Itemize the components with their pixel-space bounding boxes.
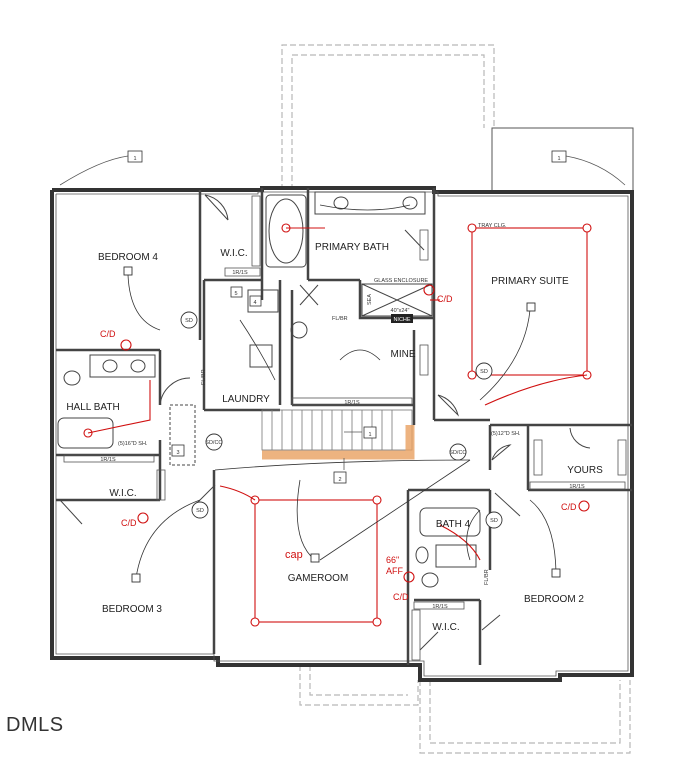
- label-gameroom: GAMEROOM: [288, 573, 349, 584]
- shelves: [63, 195, 627, 661]
- note-shower-yours: (5)12"D SH.: [491, 431, 521, 437]
- note-glass: GLASS ENCLOSURE: [374, 278, 428, 284]
- note-sd-4: SD: [480, 369, 488, 375]
- label-mine: MINE: [391, 349, 416, 360]
- tag-4: 4: [253, 300, 256, 306]
- note-sd-2: SD: [196, 508, 204, 514]
- stair-rail-highlight: [262, 425, 415, 460]
- watermark: DMLS: [6, 714, 64, 736]
- callout-tags: 1 1 1 2 3 4 5: [127, 150, 567, 484]
- note-shower-hall: (5)16"D SH.: [118, 441, 148, 447]
- stairs: [261, 409, 413, 451]
- note-rs-4: 1R/1S: [569, 484, 585, 490]
- note-rs-5: 1R/1S: [432, 604, 448, 610]
- cd-bath4: C/D: [393, 592, 409, 602]
- tag-left: 1: [133, 156, 136, 162]
- label-bedroom4: BEDROOM 4: [98, 252, 158, 263]
- doors: [59, 194, 591, 651]
- note-sdco-2: SD/CO: [449, 450, 467, 456]
- wiring: [127, 204, 557, 579]
- label-wic-top: W.I.C.: [220, 248, 247, 259]
- cd-primary: C/D: [437, 294, 453, 304]
- note-rs-3: 1R/1S: [344, 400, 360, 406]
- note-sdco-1: SD/CO: [205, 440, 223, 446]
- cd-yours: C/D: [561, 502, 577, 512]
- label-bath4: BATH 4: [436, 519, 471, 530]
- label-wic-bottom: W.I.C.: [432, 622, 459, 633]
- niche-size: 40"x24": [391, 308, 410, 314]
- note-flbr-3: FL/BR: [484, 569, 490, 585]
- note-sd-3: SD: [490, 518, 498, 524]
- note-rs-1: 1R/1S: [232, 270, 248, 276]
- cap-note: cap: [285, 549, 303, 561]
- label-primary-suite: PRIMARY SUITE: [491, 276, 569, 287]
- note-flbr-2: FL/BR: [201, 369, 207, 385]
- label-laundry: LAUNDRY: [222, 394, 270, 405]
- niche-box: [391, 314, 413, 323]
- note-tray: TRAY CLG.: [478, 223, 507, 229]
- exterior-walls: [50, 186, 634, 682]
- tag-stair: 1: [368, 432, 371, 438]
- aff-note-2: AFF: [386, 566, 404, 576]
- niche-label: NICHE: [393, 317, 410, 323]
- cd-bedroom4: C/D: [100, 329, 116, 339]
- label-bedroom2: BEDROOM 2: [524, 594, 584, 605]
- tag-3: 3: [176, 450, 179, 456]
- tag-right: 1: [557, 156, 560, 162]
- label-bedroom3: BEDROOM 3: [102, 604, 162, 615]
- window-leaders: [59, 155, 626, 470]
- note-sd-1: SD: [185, 318, 193, 324]
- label-hall-bath: HALL BATH: [66, 402, 119, 413]
- bump-outline: [491, 127, 634, 190]
- note-sea: SEA: [367, 294, 373, 305]
- fixtures: [57, 191, 481, 588]
- note-flbr-1: FL/BR: [332, 316, 348, 322]
- label-wic-left: W.I.C.: [109, 488, 136, 499]
- devices: [123, 266, 561, 583]
- label-primary-bath: PRIMARY BATH: [315, 242, 389, 253]
- note-rs-2: 1R/1S: [100, 457, 116, 463]
- roof-outline: [281, 44, 631, 754]
- electrical: [83, 223, 592, 627]
- cd-wic-left: C/D: [121, 518, 137, 528]
- tag-2: 2: [338, 477, 341, 483]
- aff-note-1: 66": [386, 555, 399, 565]
- interior-walls: [56, 188, 632, 665]
- label-yours: YOURS: [567, 465, 603, 476]
- tag-5: 5: [234, 291, 237, 297]
